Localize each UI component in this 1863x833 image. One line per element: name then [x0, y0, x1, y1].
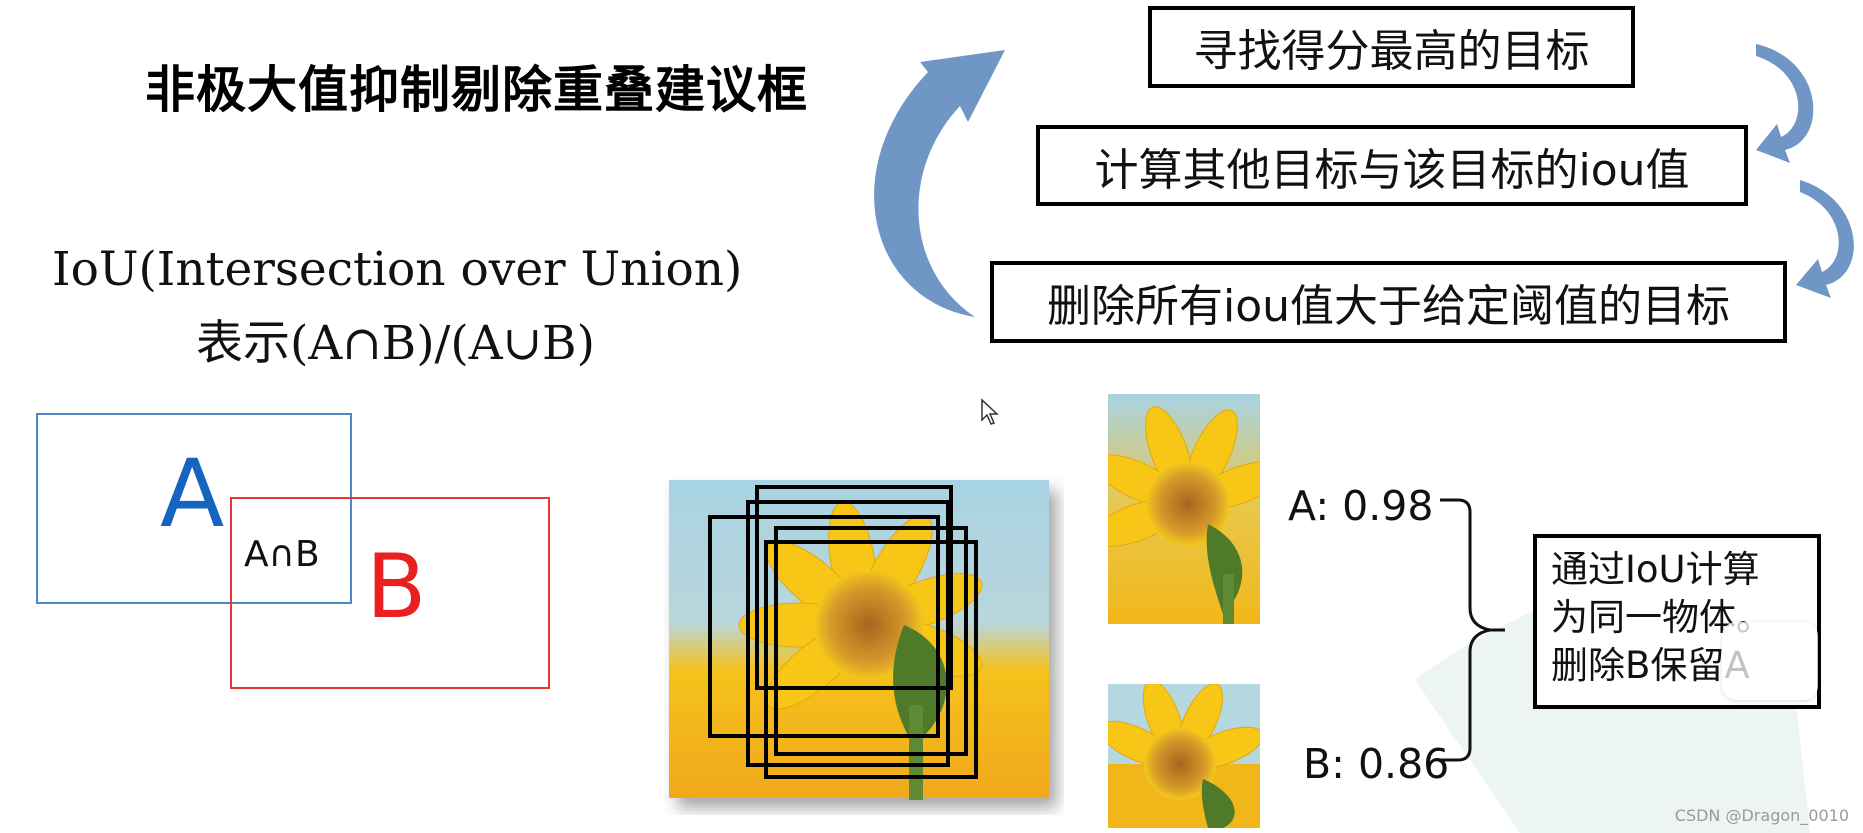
box-b: [230, 497, 550, 689]
box-a: [36, 413, 352, 604]
step-remove-overlaps: 删除所有iou值大于给定阈值的目标: [990, 261, 1787, 343]
step-label: 寻找得分最高的目标: [1193, 26, 1590, 77]
iou-definition-line2: 表示(A∩B)/(A∪B): [196, 316, 595, 371]
step-compute-iou: 计算其他目标与该目标的iou值: [1036, 125, 1748, 206]
mouse-cursor-icon: [981, 398, 999, 425]
box-a-label: A: [160, 440, 225, 549]
step2-to-step3-arrow-icon: [1796, 180, 1854, 298]
sunflower-crop-a-image: [1108, 394, 1260, 624]
brace-icon: [1440, 498, 1505, 762]
intersection-label: A∩B: [244, 534, 320, 575]
step-find-highest-score: 寻找得分最高的目标: [1148, 6, 1635, 88]
box-b-label: B: [366, 535, 427, 638]
step-label: 删除所有iou值大于给定阈值的目标: [1046, 281, 1731, 332]
step-label: 计算其他目标与该目标的iou值: [1094, 144, 1690, 196]
step1-to-step2-arrow-icon: [1756, 44, 1814, 163]
result-line3: 删除B保留A: [1551, 644, 1750, 687]
sunflower-crop-b-image: [1108, 684, 1260, 828]
score-a: A: 0.98: [1288, 482, 1434, 530]
result-line1: 通过IoU计算: [1551, 548, 1760, 591]
sunflower-detections-image: [669, 480, 1049, 800]
score-b: B: 0.86: [1303, 740, 1450, 788]
watermark: CSDN @Dragon_0010: [1674, 806, 1849, 825]
loop-arrow-icon: [874, 50, 1005, 317]
iou-definition-line1: IoU(Intersection over Union): [52, 242, 743, 297]
page-title: 非极大值抑制剔除重叠建议框: [145, 61, 808, 119]
overlay-widget[interactable]: [1722, 622, 1818, 700]
